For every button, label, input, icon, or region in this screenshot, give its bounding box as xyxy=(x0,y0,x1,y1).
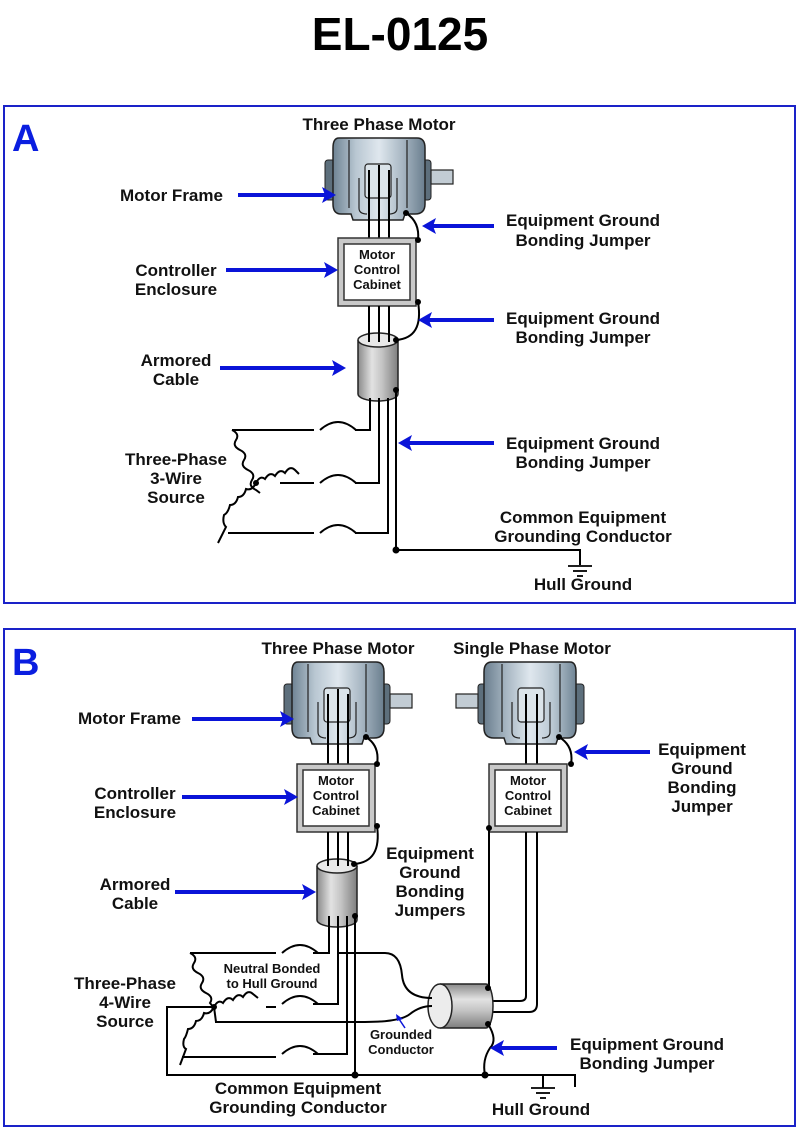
jumper-bottom-arrow-icon xyxy=(490,1040,557,1056)
jumpers-center-label-2: Ground xyxy=(399,863,460,882)
panel-b-common-label-2: Grounding Conductor xyxy=(209,1098,387,1117)
breaker-icon xyxy=(319,524,357,534)
panel-a-jumper2-label-1: Equipment Ground xyxy=(506,309,660,328)
three-phase-motor-icon xyxy=(283,661,413,745)
controller-enclosure-arrow-icon xyxy=(182,789,298,805)
cabinet-single-line1: Motor xyxy=(510,773,546,788)
panel-a-jumper3-label-1: Equipment Ground xyxy=(506,434,660,453)
cabinet-three-line3: Cabinet xyxy=(312,803,360,818)
single-phase-motor-icon xyxy=(455,661,585,745)
panel-b-hull-ground-label: Hull Ground xyxy=(492,1100,590,1119)
jumper1-arrow-icon xyxy=(422,218,494,234)
neutral-bonded-label-1: Neutral Bonded xyxy=(224,961,321,976)
grounded-conductor-arrow-icon xyxy=(396,1014,406,1029)
panel-a-jumper3-label-2: Bonding Jumper xyxy=(515,453,650,472)
breaker-icon xyxy=(319,421,357,431)
jumper-single-label-1: Equipment xyxy=(658,740,746,759)
horizontal-armored-cable-icon xyxy=(427,983,494,1029)
jumpers-center-label-4: Jumpers xyxy=(395,901,466,920)
armored-cable-icon xyxy=(357,332,399,402)
breaker-icon xyxy=(281,995,319,1005)
jumper-bottom-label-1: Equipment Ground xyxy=(570,1035,724,1054)
jumper-single-label-4: Jumper xyxy=(671,797,733,816)
motor-frame-arrow-icon xyxy=(238,187,336,203)
armored-cable-arrow-icon xyxy=(175,884,316,900)
panel-b-motor-frame-label: Motor Frame xyxy=(78,709,181,728)
three-phase-motor-icon xyxy=(324,137,454,221)
panel-b-source-label-2: 4-Wire xyxy=(99,993,151,1012)
panel-a-source-label-3: Source xyxy=(147,488,205,507)
panel-a-motor-title: Three Phase Motor xyxy=(302,115,455,134)
panel-a-motor-frame-label: Motor Frame xyxy=(120,186,223,205)
cabinet-single-line3: Cabinet xyxy=(504,803,552,818)
panel-a-jumper1-label-2: Bonding Jumper xyxy=(515,231,650,250)
jumpers-center-label-3: Bonding xyxy=(396,882,465,901)
panel-a-armored-label-1: Armored xyxy=(141,351,212,370)
panel-a-source-label-1: Three-Phase xyxy=(125,450,227,469)
panel-b-source-label-3: Source xyxy=(96,1012,154,1031)
jumper-single-label-2: Ground xyxy=(671,759,732,778)
panel-b-source-label-1: Three-Phase xyxy=(74,974,176,993)
hull-ground-symbol-icon xyxy=(530,1087,556,1099)
panel-b: B Three Phase Motor Single Phase Motor M… xyxy=(3,628,796,1127)
panel-b-controller-label-1: Controller xyxy=(94,784,176,803)
panel-a: A Three Phase Motor Motor Control Cabine… xyxy=(3,105,796,604)
panel-b-letter: B xyxy=(12,642,39,684)
controller-enclosure-arrow-icon xyxy=(226,262,338,278)
panel-a-controller-label-2: Enclosure xyxy=(135,280,217,299)
armored-cable-arrow-icon xyxy=(220,360,346,376)
jumper3-arrow-icon xyxy=(398,435,494,451)
panel-b-three-phase-title: Three Phase Motor xyxy=(261,639,414,658)
jumper-single-arrow-icon xyxy=(574,744,650,760)
cabinet-label-line3: Cabinet xyxy=(353,277,401,292)
panel-a-border xyxy=(3,105,796,604)
cabinet-three-line1: Motor xyxy=(318,773,354,788)
diagram-title: EL-0125 xyxy=(312,8,488,60)
cabinet-label-line2: Control xyxy=(354,262,400,277)
panel-b-armored-label-2: Cable xyxy=(112,894,158,913)
breaker-icon xyxy=(281,944,319,954)
grounded-conductor-label-1: Grounded xyxy=(370,1027,432,1042)
cabinet-three-line2: Control xyxy=(313,788,359,803)
breaker-icon xyxy=(319,474,357,484)
jumpers-center-label-1: Equipment xyxy=(386,844,474,863)
jumper-bottom-label-2: Bonding Jumper xyxy=(579,1054,714,1073)
jumper-single-label-3: Bonding xyxy=(668,778,737,797)
panel-a-controller-label-1: Controller xyxy=(135,261,217,280)
panel-b-single-phase-title: Single Phase Motor xyxy=(453,639,611,658)
panel-a-source-label-2: 3-Wire xyxy=(150,469,202,488)
motor-frame-arrow-icon xyxy=(192,711,294,727)
cabinet-single-line2: Control xyxy=(505,788,551,803)
panel-a-letter: A xyxy=(12,118,39,160)
three-phase-3-wire-source-icon xyxy=(217,429,314,544)
panel-b-armored-label-1: Armored xyxy=(100,875,171,894)
panel-a-common-label-2: Grounding Conductor xyxy=(494,527,672,546)
panel-a-armored-label-2: Cable xyxy=(153,370,199,389)
neutral-bonded-label-2: to Hull Ground xyxy=(227,976,318,991)
grounded-conductor-label-2: Conductor xyxy=(368,1042,434,1057)
panel-a-hull-ground-label: Hull Ground xyxy=(534,575,632,594)
panel-b-common-label-1: Common Equipment xyxy=(215,1079,382,1098)
three-phase-4-wire-source-icon xyxy=(166,952,576,1087)
breaker-icon xyxy=(281,1045,319,1055)
panel-b-border xyxy=(3,628,796,1127)
jumper2-arrow-icon xyxy=(418,312,494,328)
panel-a-common-label-1: Common Equipment xyxy=(500,508,667,527)
panel-a-jumper2-label-2: Bonding Jumper xyxy=(515,328,650,347)
panel-b-controller-label-2: Enclosure xyxy=(94,803,176,822)
cabinet-label-line1: Motor xyxy=(359,247,395,262)
panel-a-jumper1-label-1: Equipment Ground xyxy=(506,211,660,230)
